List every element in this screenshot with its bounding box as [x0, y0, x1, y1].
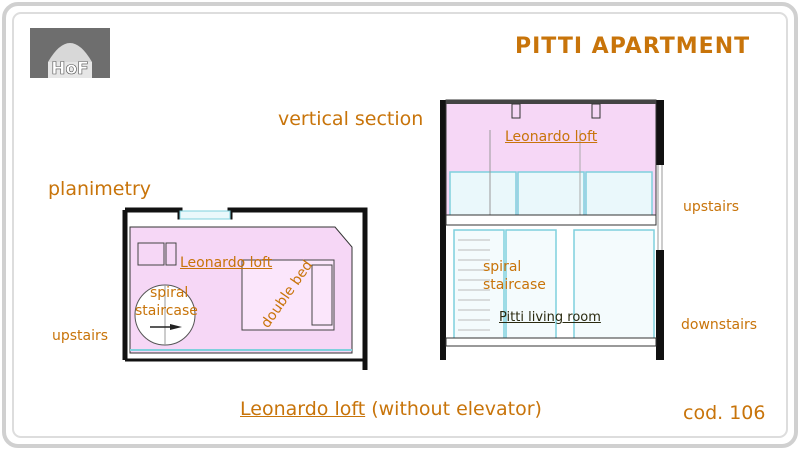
planimetry-label: planimetry [48, 178, 152, 200]
vertical-section-label: vertical section [278, 108, 424, 130]
leonardo-loft-plan-label: Leonardo loft [180, 255, 273, 271]
staircase-plan-label: staircase [135, 303, 198, 319]
caption-rest: (without elevator) [365, 398, 542, 420]
caption: Leonardo loft (without elevator) [240, 398, 542, 420]
downstairs-label: downstairs [681, 317, 758, 333]
leonardo-loft-section-label: Leonardo loft [505, 129, 598, 145]
staircase-section-label: staircase [483, 277, 546, 293]
pitti-living-room-label: Pitti living room [499, 310, 601, 325]
upstairs-left-label: upstairs [52, 328, 109, 344]
page-title: PITTI APARTMENT [515, 34, 751, 59]
spiral-plan-label: spiral [150, 285, 189, 301]
product-code: cod. 106 [683, 402, 766, 424]
caption-underlined: Leonardo loft [240, 398, 366, 420]
svg-text:HoF: HoF [51, 59, 89, 78]
hof-logo: HoF [30, 28, 110, 79]
vertical-section-drawing [440, 99, 664, 360]
spiral-section-label: spiral [483, 259, 522, 275]
planimetry-drawing [122, 207, 368, 370]
upstairs-right-label: upstairs [683, 199, 740, 215]
